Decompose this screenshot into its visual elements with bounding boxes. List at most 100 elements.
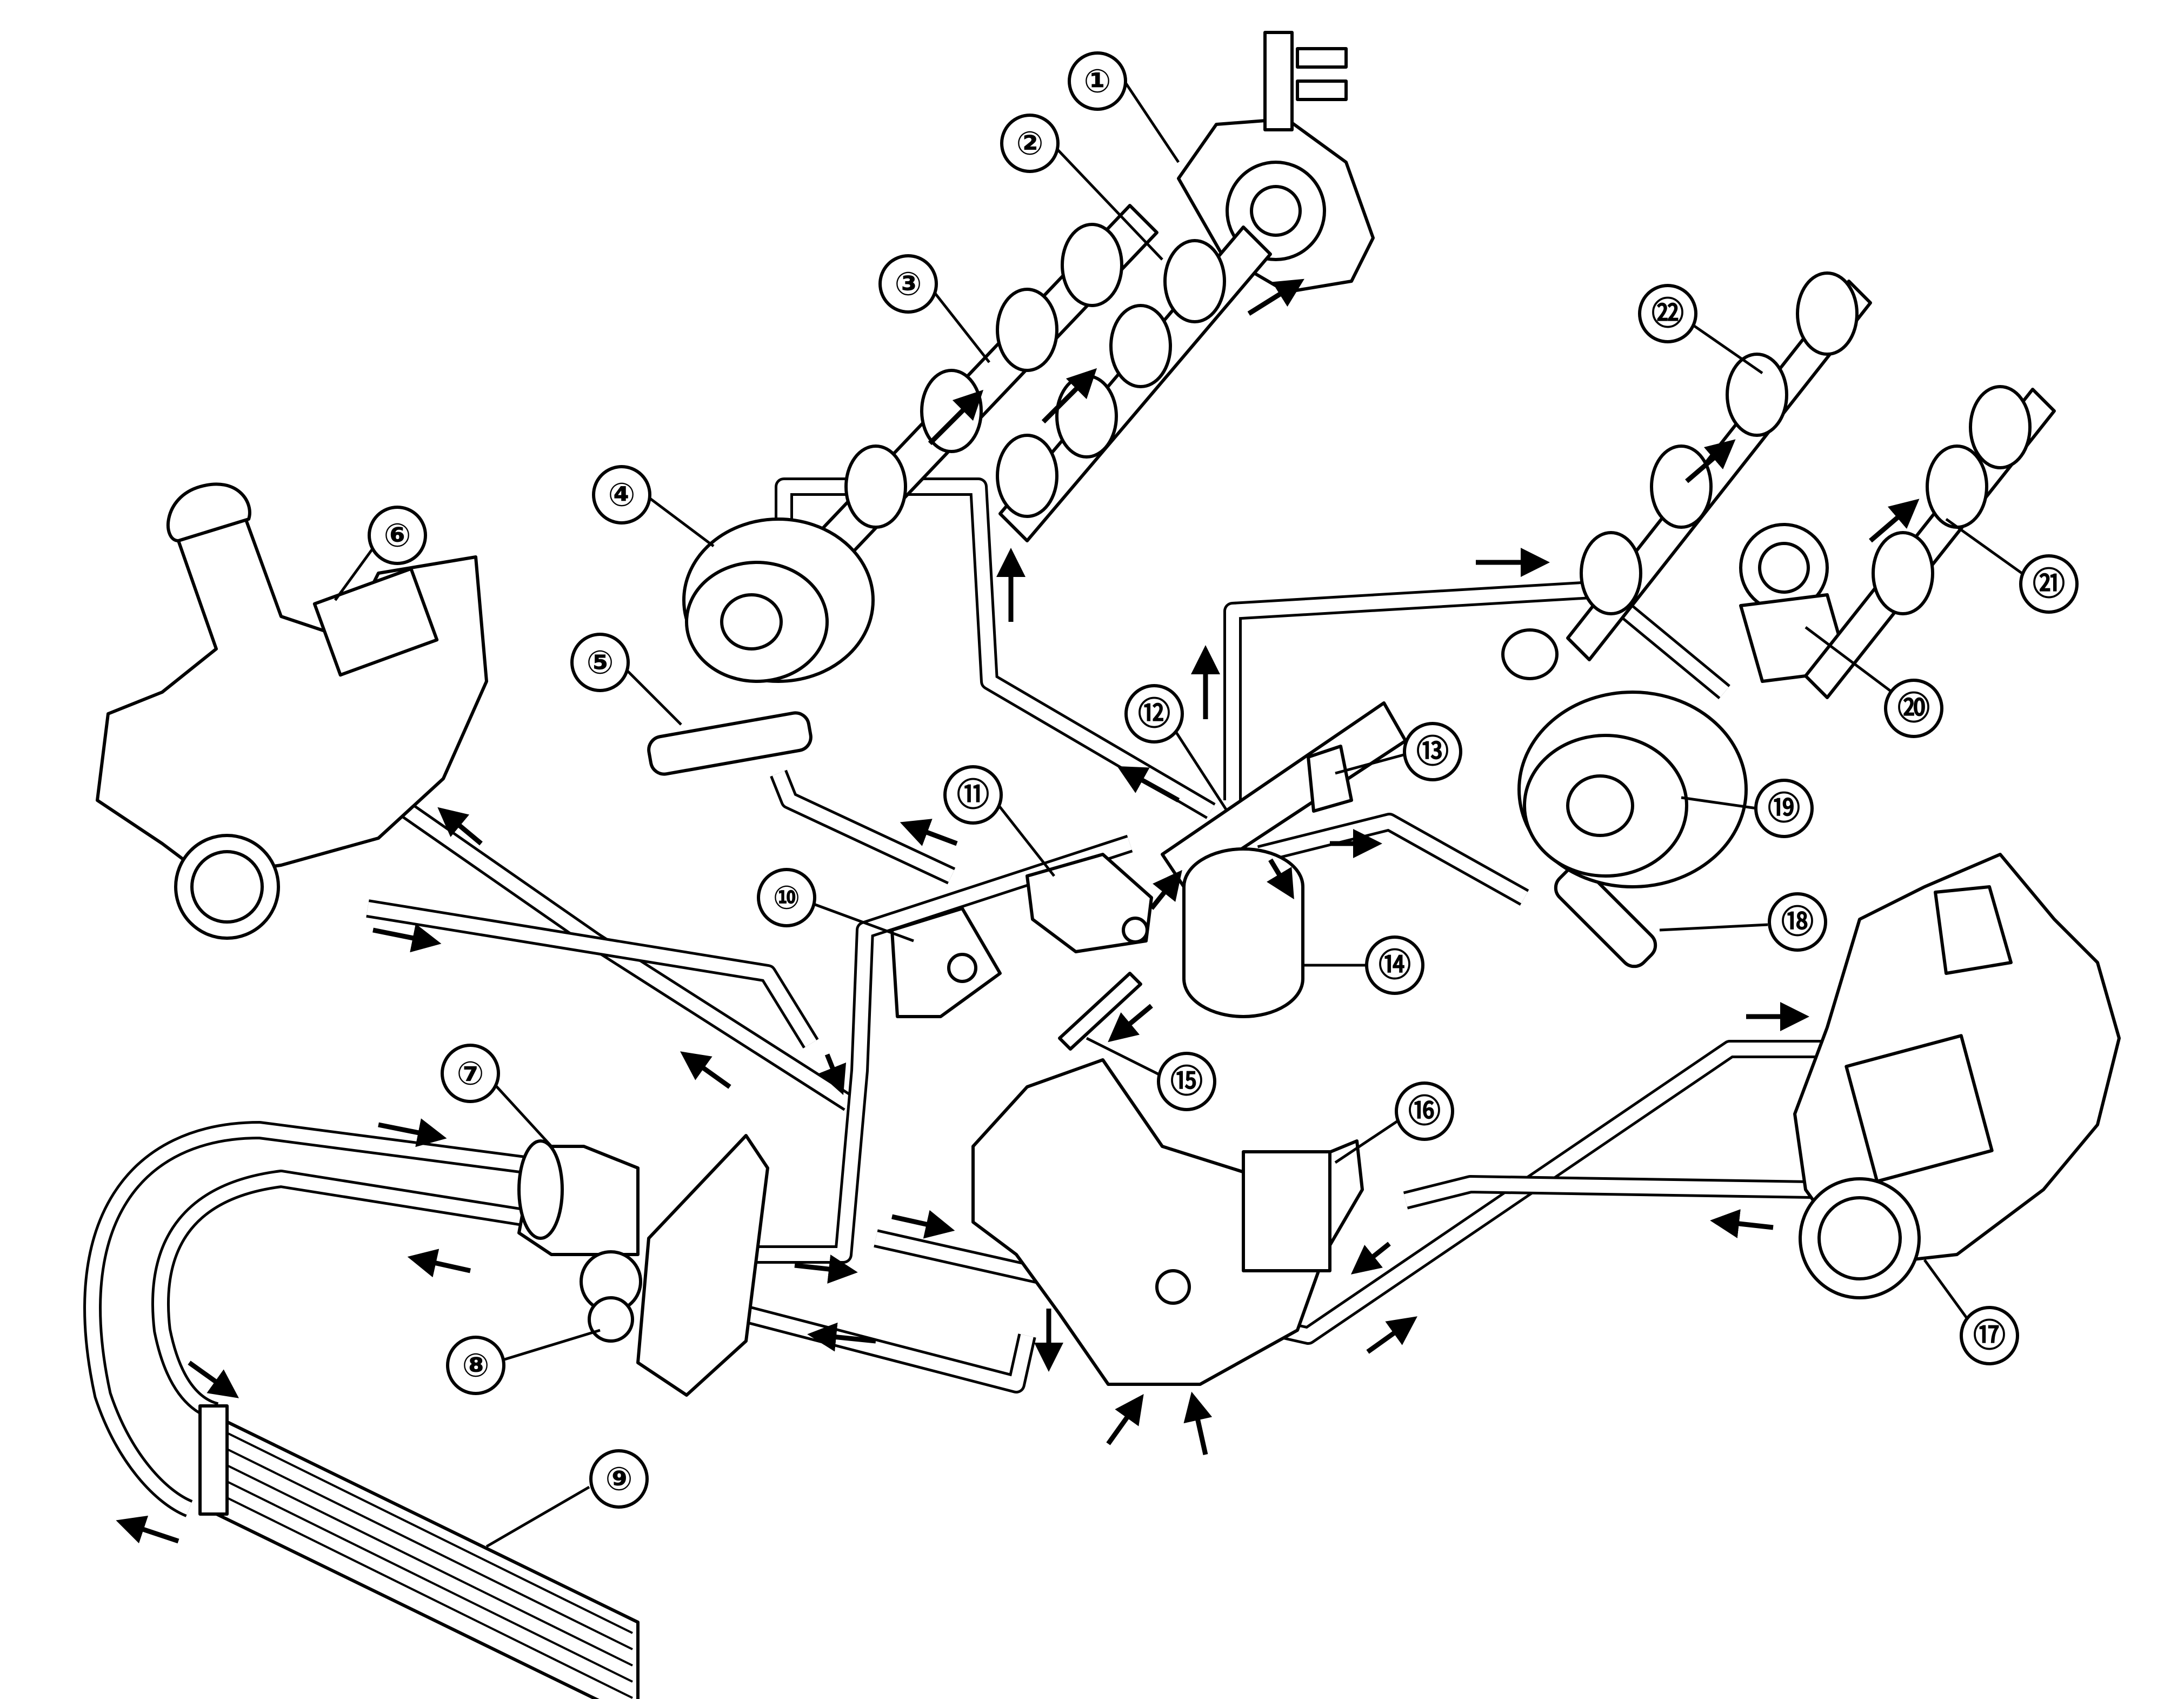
flow-arrow: [407, 1249, 471, 1278]
part-22-intake-camshaft-right: [1501, 271, 1872, 680]
part-4-intake-vvt-actuator: [682, 517, 875, 683]
part-13-chain-tensioner: [1307, 745, 1353, 813]
callout-label: ⑫: [1138, 696, 1170, 732]
flow-arrow: [1108, 1004, 1153, 1043]
flow-arrow: [1266, 858, 1294, 900]
callout-9: ⑨: [485, 1449, 649, 1548]
flow-arrow: [372, 924, 442, 953]
callout-label: ⑨: [605, 1461, 633, 1497]
callout-8: ⑧: [446, 1329, 601, 1395]
part-8-oil-filter-housing: [580, 1134, 769, 1397]
flow-arrow: [1041, 368, 1097, 424]
pipe-cooler-inner: [151, 1170, 623, 1421]
part-10-oil-pressure-sensor: [890, 907, 1002, 1018]
flow-arrow: [437, 807, 483, 846]
pipe-right-turbo-return: [1403, 1175, 1812, 1210]
callout-label: ①: [1084, 63, 1111, 99]
callout-19: ⑲: [1681, 779, 1814, 838]
callout-label: ⑯: [1408, 1093, 1441, 1130]
callout-14: ⑭: [1303, 935, 1424, 995]
callout-4: ④: [592, 465, 715, 547]
callout-10: ⑩: [757, 868, 914, 943]
part-11-oil-pump-solenoid: [1026, 853, 1153, 953]
callout-1: ①: [1068, 51, 1180, 163]
callout-label: ②: [1016, 125, 1044, 162]
pipe-right-cam-loop: [1223, 580, 1730, 800]
pipe-lower-return: [722, 1299, 1036, 1393]
flow-arrow: [1247, 278, 1304, 316]
flow-arrow: [1350, 1242, 1391, 1275]
pipe-exhaust-cam-supply: [770, 769, 956, 885]
flow-arrow: [1117, 766, 1180, 802]
part-15-oil-jet: [1058, 972, 1142, 1051]
callout-2: ②: [1000, 114, 1163, 261]
part-7-oil-filter: [517, 1139, 640, 1256]
callout-label: ③: [895, 266, 922, 302]
part-16-oil-pump: [971, 1058, 1364, 1386]
callout-label: ⑥: [384, 517, 411, 554]
oil-flow-arrows: [116, 278, 1920, 1544]
flow-arrow: [900, 819, 958, 846]
part-18-oil-control-valve-exhaust: [1554, 865, 1657, 968]
flow-arrow: [1710, 1209, 1774, 1238]
callout-label: ⑤: [587, 645, 614, 681]
callout-label: ⑮: [1170, 1064, 1203, 1100]
part-21-exhaust-camshaft-right: [1804, 385, 2056, 699]
callout-label: ⑦: [457, 1056, 484, 1092]
callout-label: ⑱: [1781, 904, 1814, 940]
callout-label: ⑰: [1973, 1318, 2006, 1354]
flow-arrow: [891, 1210, 955, 1239]
callout-label: ⑬: [1416, 734, 1449, 770]
callout-label: ⑪: [957, 777, 989, 813]
flow-arrow: [1685, 439, 1736, 483]
flow-arrow: [818, 1053, 847, 1096]
part-6-turbocharger-left: [96, 482, 488, 940]
flow-arrow: [1149, 870, 1182, 910]
flow-arrow: [680, 1051, 731, 1089]
callout-5: ⑤: [570, 633, 682, 726]
flow-arrow: [794, 1255, 858, 1284]
callout-label: ㉒: [1652, 296, 1684, 332]
callout-13: ⑬: [1335, 722, 1462, 781]
callout-12: ⑫: [1124, 684, 1229, 812]
callout-label: ④: [608, 477, 636, 513]
flow-arrow: [1106, 1394, 1144, 1445]
callout-label: ㉑: [2033, 566, 2065, 602]
callout-16: ⑯: [1334, 1081, 1454, 1164]
callout-15: ⑮: [1086, 1037, 1216, 1111]
flow-arrow: [1183, 1391, 1213, 1455]
flow-arrow: [378, 1118, 447, 1147]
callout-20: ⑳: [1805, 626, 1943, 738]
callout-6: ⑥: [334, 506, 427, 601]
part-19-exhaust-vvt-actuator: [1517, 691, 1748, 888]
callout-label: ⑳: [1897, 691, 1930, 727]
flow-arrow: [807, 1322, 876, 1352]
part-5-oil-control-valve-intake: [647, 711, 813, 776]
flow-arrow: [1869, 499, 1920, 543]
callout-11: ⑪: [943, 765, 1055, 877]
callout-18: ⑱: [1659, 892, 1827, 952]
callout-17: ⑰: [1923, 1259, 2019, 1365]
pipe-left-turbo-return: [366, 899, 819, 1048]
callout-3: ③: [878, 254, 990, 363]
callout-label: ⑲: [1768, 791, 1800, 827]
flow-arrow: [928, 389, 984, 446]
part-2-exhaust-camshaft: [996, 225, 1272, 542]
flow-arrow: [1366, 1316, 1417, 1354]
part-17-turbocharger-right: [1793, 853, 2121, 1299]
callout-7: ⑦: [441, 1044, 552, 1147]
callout-label: ⑩: [773, 880, 801, 916]
oil-pipes: [83, 477, 1860, 1517]
callout-label: ⑭: [1379, 947, 1411, 984]
callout-group: ① ② ③ ④ ⑤ ⑥ ⑦: [334, 51, 2079, 1548]
pipe-main-gallery: [714, 834, 1133, 1264]
callout-21: ㉑: [1945, 517, 2079, 614]
pipe-left-turbo-feed: [341, 760, 854, 1111]
flow-arrow: [188, 1360, 239, 1398]
pipe-to-variable-valve-right: [1257, 813, 1529, 906]
part-9-oil-cooler: [198, 1404, 640, 1699]
part-14-tensioner-sleeve: [1182, 847, 1304, 1018]
pipe-upper-loop: [775, 477, 1216, 819]
callout-label: ⑧: [462, 1348, 490, 1384]
